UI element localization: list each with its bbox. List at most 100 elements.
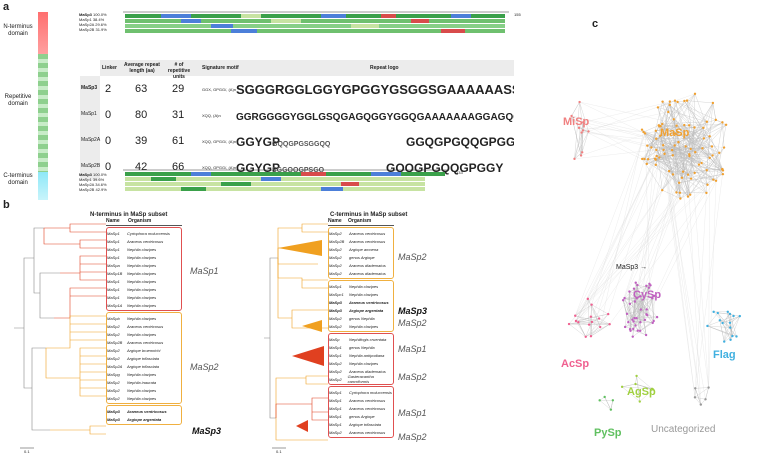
right-tree-orange	[275, 223, 328, 441]
network-node	[711, 154, 714, 157]
flag-edges	[707, 311, 740, 342]
c-identity-row: MaSp1 39.6%	[79, 177, 105, 182]
tree-row-organism: genus Argiope	[349, 413, 375, 419]
network-node	[655, 148, 658, 152]
network-node	[580, 151, 584, 154]
network-node	[654, 158, 657, 161]
flag-nodes	[706, 310, 741, 343]
network-node	[722, 146, 726, 149]
repetitive-domain-bar	[38, 54, 48, 172]
misp-nodes	[570, 100, 590, 161]
network-node	[731, 334, 734, 338]
row-linker: 0	[105, 161, 112, 173]
network-node	[688, 153, 691, 156]
masp-nodes	[640, 92, 728, 200]
tree-row-name: MaSp2	[329, 429, 342, 435]
network-node	[589, 334, 593, 338]
network-node	[633, 316, 636, 320]
c-domain-bar	[38, 172, 48, 200]
network-node	[663, 152, 666, 156]
network-node	[721, 121, 724, 124]
network-node	[721, 172, 725, 176]
network-node	[597, 317, 601, 320]
network-label-uncategorized: Uncategorized	[651, 424, 716, 435]
network-node	[676, 100, 679, 104]
c-alignment-svg	[123, 169, 449, 191]
n-identity-row: MaSp2A 29.6%	[79, 22, 107, 27]
masp3-arrow-label: MaSp3	[616, 264, 639, 271]
tree-row-name: MaSp2	[329, 254, 342, 260]
tree-row-name: MaSp1	[107, 286, 120, 292]
table-row: MaSp1 0 80 31 XQQ, (A)n	[80, 104, 514, 128]
tree-row-organism: Argiope argentata	[349, 307, 384, 313]
tree-row-organism: Nephila clavipes	[127, 254, 157, 260]
network-node	[707, 386, 710, 389]
network-node	[634, 382, 637, 386]
tree-row-organism: Araneus ventricosus	[349, 429, 386, 435]
network-node	[580, 131, 583, 134]
row-name: MaSp2B	[81, 163, 101, 169]
network-node	[711, 101, 715, 105]
network-node	[724, 123, 728, 126]
row-length: 39	[135, 135, 148, 147]
tree-row-name: MaSp2	[329, 323, 342, 329]
row-motif: XQQ, (A)n	[202, 113, 221, 118]
tree-row-organism: Nephila clavipes	[127, 302, 157, 308]
network-node	[684, 145, 687, 148]
tree-row-name: MaSp2	[107, 347, 120, 353]
network-node	[654, 163, 658, 167]
network-node	[642, 130, 645, 134]
network-node	[686, 173, 690, 176]
tree-table-row: MaSp1 Nephila clavipes	[107, 253, 181, 261]
network-node	[631, 318, 634, 321]
tree-row-name: MaSp1	[107, 254, 120, 260]
svg-text:GGYGP: GGYGP	[236, 135, 280, 149]
tree-row-organism: Argiope bruennichi	[127, 347, 161, 353]
tree-row-organism: Argiope amoena	[349, 246, 379, 252]
tree-row-organism: genus Argiope	[349, 254, 375, 260]
network-node	[657, 124, 660, 127]
tree-row-name: MaSp2	[329, 368, 342, 374]
tree-row-organism: Cyrtophora moluccensis	[127, 230, 170, 236]
network-node	[694, 387, 697, 390]
network-node	[729, 338, 732, 342]
network-node	[661, 144, 665, 147]
network-node	[687, 124, 691, 127]
network-node	[574, 314, 577, 317]
network-node	[726, 310, 729, 314]
tree-row-organism: Nephila clavipes	[127, 371, 157, 377]
network-label-flag: Flag	[713, 349, 736, 361]
tree-row-name: MaSp2	[107, 379, 120, 385]
network-node	[579, 154, 583, 157]
tree-row-name: MaSp2	[107, 323, 120, 329]
tree-row-name: MaSp1	[329, 397, 342, 403]
tree-row-organism: Gasteracantha cancriformis	[347, 374, 374, 384]
network-node	[712, 310, 715, 314]
tree-row-organism: Araneus ventricosus	[349, 299, 389, 305]
tree-row-organism: Cyrtophora moluccensis	[349, 389, 392, 395]
tree-row-name: MaSp1	[107, 294, 120, 300]
right-group-label-6: MaSp1	[398, 408, 427, 418]
tree-row-organism: Araneus ventricosus	[127, 339, 164, 345]
agsp-nodes	[620, 374, 655, 403]
network-node	[636, 283, 639, 287]
right-tree	[264, 223, 328, 449]
logo-masp2b: GGYGP SGGQQGPSGQ GQQGPGQQGPGGY	[236, 161, 503, 175]
